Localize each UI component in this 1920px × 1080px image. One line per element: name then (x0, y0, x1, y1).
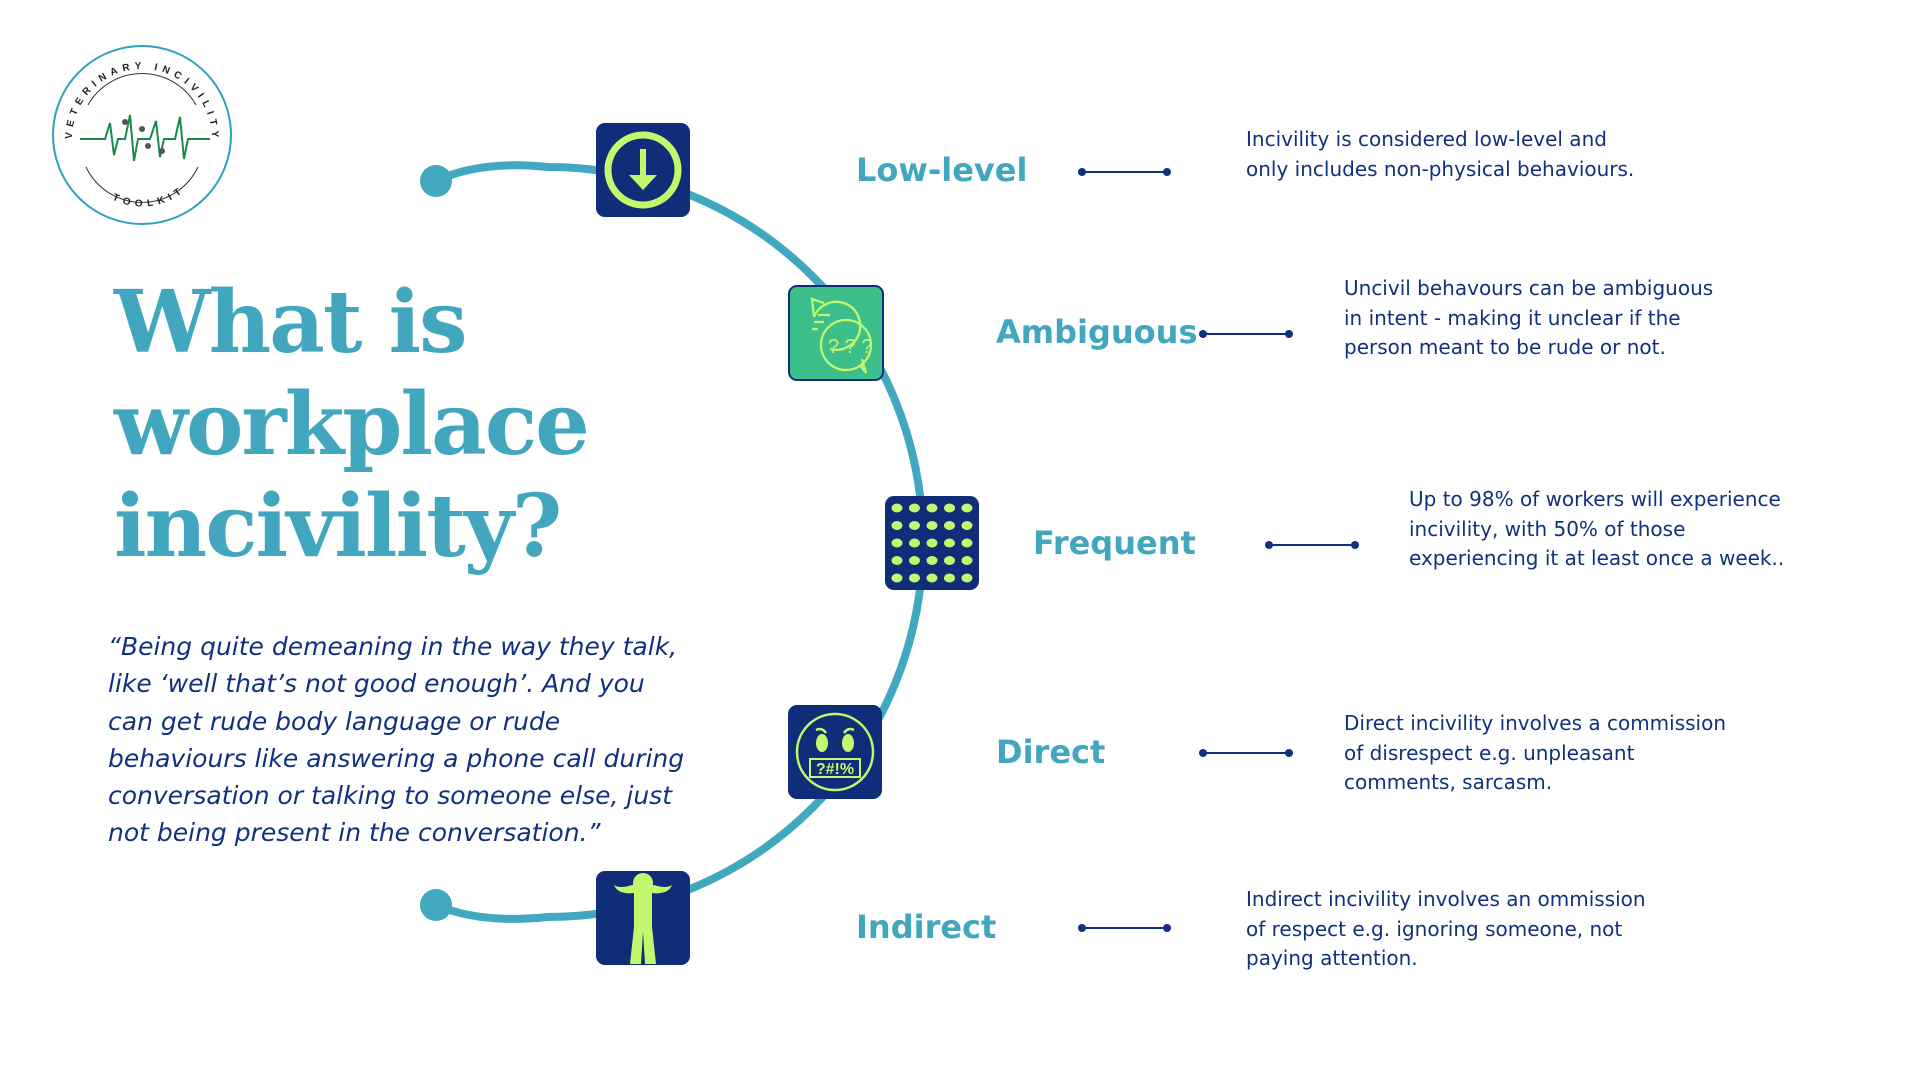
svg-text:?#!%: ?#!% (816, 761, 854, 778)
label-ambiguous: Ambiguous (996, 313, 1198, 351)
grid-dot (926, 556, 938, 565)
grid-dot (909, 573, 920, 583)
grid-dot (926, 573, 938, 583)
grid-dot (891, 503, 903, 513)
description-ambiguous: Uncivil behavours can be ambiguous in in… (1344, 276, 1714, 359)
dot-grid-icon (885, 496, 979, 590)
title-line: incivility? (114, 476, 562, 577)
grid-dot (944, 556, 955, 565)
label-indirect: Indirect (856, 908, 997, 946)
arc-end-dot (420, 889, 452, 921)
connector-line (1199, 330, 1293, 338)
grid-dot (961, 521, 973, 530)
grid-dot (891, 573, 903, 583)
grid-dot (909, 503, 920, 513)
grid-dot (944, 503, 955, 513)
label-low-level: Low-level (856, 151, 1028, 189)
arrow-down-circle-icon (596, 123, 690, 217)
grid-dot (926, 538, 938, 548)
grid-dot (961, 503, 973, 513)
title-line: workplace (114, 374, 590, 475)
label-frequent: Frequent (1033, 524, 1196, 562)
grid-dot (891, 521, 903, 530)
connector-line (1078, 924, 1171, 932)
grid-dot (961, 538, 973, 548)
grid-dot (909, 538, 920, 548)
question-speech-bubbles-icon: ? ? ? (788, 285, 884, 381)
logo: VETERINARY INCIVILITY TOOLKIT (50, 43, 234, 227)
connector-line (1265, 541, 1359, 549)
grid-dot (944, 521, 955, 530)
arc-start-dot (420, 165, 452, 197)
grid-dot (909, 556, 920, 565)
ignoring-person-icon (596, 871, 690, 965)
grid-dot (961, 573, 973, 583)
grid-dot (909, 521, 920, 530)
description-frequent: Up to 98% of workers will experience inc… (1409, 487, 1785, 570)
label-direct: Direct (996, 733, 1106, 771)
grid-dot (891, 538, 903, 548)
grid-dot (961, 556, 973, 565)
description-direct: Direct incivility involves a commission … (1344, 711, 1727, 794)
svg-text:? ? ?: ? ? ? (828, 336, 872, 358)
page-title: What is workplace incivility? (114, 272, 590, 578)
description-low-level: Incivility is considered low-level and o… (1246, 127, 1635, 181)
grid-dot (891, 556, 903, 565)
swearing-face-icon: ?#!% (788, 705, 882, 799)
connector-line (1199, 749, 1293, 757)
quote-text: “Being quite demeaning in the way they t… (108, 632, 685, 848)
grid-dot (926, 503, 938, 513)
grid-dot (944, 573, 955, 583)
connector-line (1078, 168, 1171, 176)
grid-dot (926, 521, 938, 530)
title-line: What is (114, 272, 468, 373)
description-indirect: Indirect incivility involves an ommissio… (1246, 887, 1646, 970)
grid-dot (944, 538, 955, 548)
